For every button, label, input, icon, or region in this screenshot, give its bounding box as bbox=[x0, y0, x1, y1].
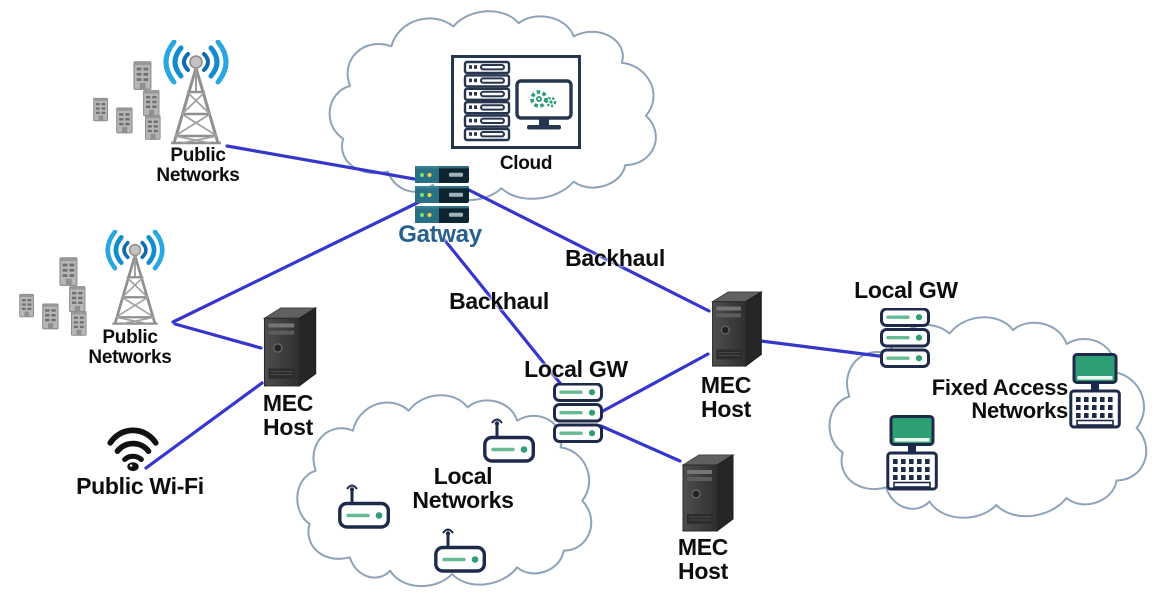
router-icon bbox=[338, 483, 390, 529]
link-local-gw-center-mec-host-bottom bbox=[599, 424, 682, 463]
rack-stack-icon bbox=[880, 308, 930, 368]
label-public-networks-top: Public Networks bbox=[156, 145, 240, 187]
pos-terminal-icon bbox=[1069, 352, 1121, 429]
label-fixed-access-networks: Fixed Access Networks bbox=[931, 375, 1069, 424]
cloud-datacenter-icon bbox=[451, 55, 581, 149]
pos-terminal-icon bbox=[886, 414, 938, 491]
link-gateway-mec-host-right-backhaul bbox=[465, 187, 711, 313]
label-backhaul-center: Backhaul bbox=[449, 288, 549, 314]
label-mec-host-bottom: MEC Host bbox=[677, 534, 729, 585]
link-local-gw-center-mec-host-right bbox=[601, 352, 710, 413]
router-icon bbox=[483, 417, 535, 463]
link-public-networks-top-gateway bbox=[225, 144, 422, 182]
link-public-networks-left-gateway bbox=[171, 200, 421, 324]
label-mec-host-right: MEC Host bbox=[700, 372, 752, 423]
link-public-networks-left-mec-host-left bbox=[173, 322, 263, 350]
label-public-networks-left: Public Networks bbox=[88, 327, 172, 369]
tower-server-icon bbox=[263, 307, 317, 387]
rack-stack-icon bbox=[553, 383, 603, 443]
label-local-networks: Local Networks bbox=[412, 463, 514, 514]
cell-tower-icon bbox=[156, 40, 236, 150]
label-local-gw-right: Local GW bbox=[854, 277, 958, 303]
gateway-switch-stack-icon bbox=[415, 166, 469, 224]
label-gateway: Gatway bbox=[398, 221, 482, 248]
label-public-wifi: Public Wi-Fi bbox=[76, 473, 204, 499]
link-mec-host-right-local-gw-right bbox=[759, 339, 889, 359]
tower-server-icon bbox=[682, 454, 734, 532]
wifi-icon bbox=[102, 420, 164, 472]
label-cloud: Cloud bbox=[499, 153, 553, 174]
router-icon bbox=[434, 527, 486, 573]
link-gateway-local-gw-center-backhaul bbox=[441, 236, 566, 390]
label-backhaul-right: Backhaul bbox=[565, 245, 665, 271]
label-local-gw-center: Local GW bbox=[524, 356, 628, 382]
link-public-wifi-mec-host-left bbox=[144, 381, 264, 470]
label-mec-host-left: MEC Host bbox=[262, 390, 314, 441]
tower-server-icon bbox=[711, 291, 762, 367]
cell-tower-icon bbox=[96, 230, 174, 330]
